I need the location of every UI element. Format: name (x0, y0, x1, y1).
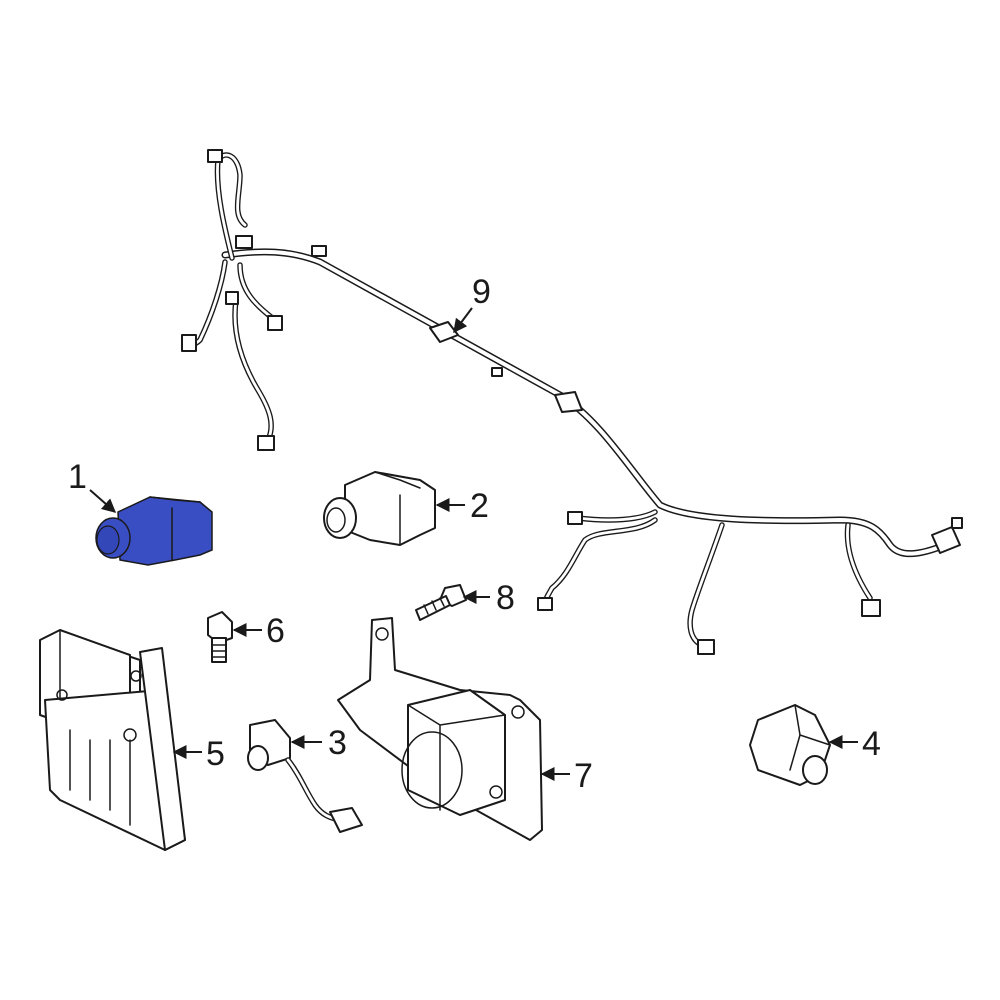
parking-sensor[interactable] (323, 471, 436, 546)
radar-bracket[interactable] (337, 617, 543, 841)
parking-sensor-highlighted[interactable] (95, 496, 213, 566)
callout-3: 3 (328, 724, 347, 762)
callout-9: 9 (472, 273, 491, 311)
leader-9 (453, 307, 473, 334)
wiring-harness[interactable] (181, 149, 963, 655)
callout-4: 4 (862, 725, 881, 763)
bolt-long[interactable] (415, 584, 467, 621)
callout-8: 8 (496, 579, 515, 617)
side-sensor[interactable] (749, 704, 831, 786)
callout-5: 5 (206, 735, 225, 773)
callout-1: 1 (68, 458, 87, 496)
callout-2: 2 (470, 487, 489, 525)
bolt-small[interactable] (207, 611, 233, 663)
leader-1 (89, 489, 117, 513)
callout-6: 6 (266, 612, 285, 650)
callout-leaders (89, 307, 858, 781)
module-bracket[interactable] (39, 629, 186, 851)
callout-labels: 1 2 3 4 5 6 7 8 9 (68, 273, 881, 795)
callout-7: 7 (574, 757, 593, 795)
sensor-with-pigtail[interactable] (247, 719, 363, 833)
